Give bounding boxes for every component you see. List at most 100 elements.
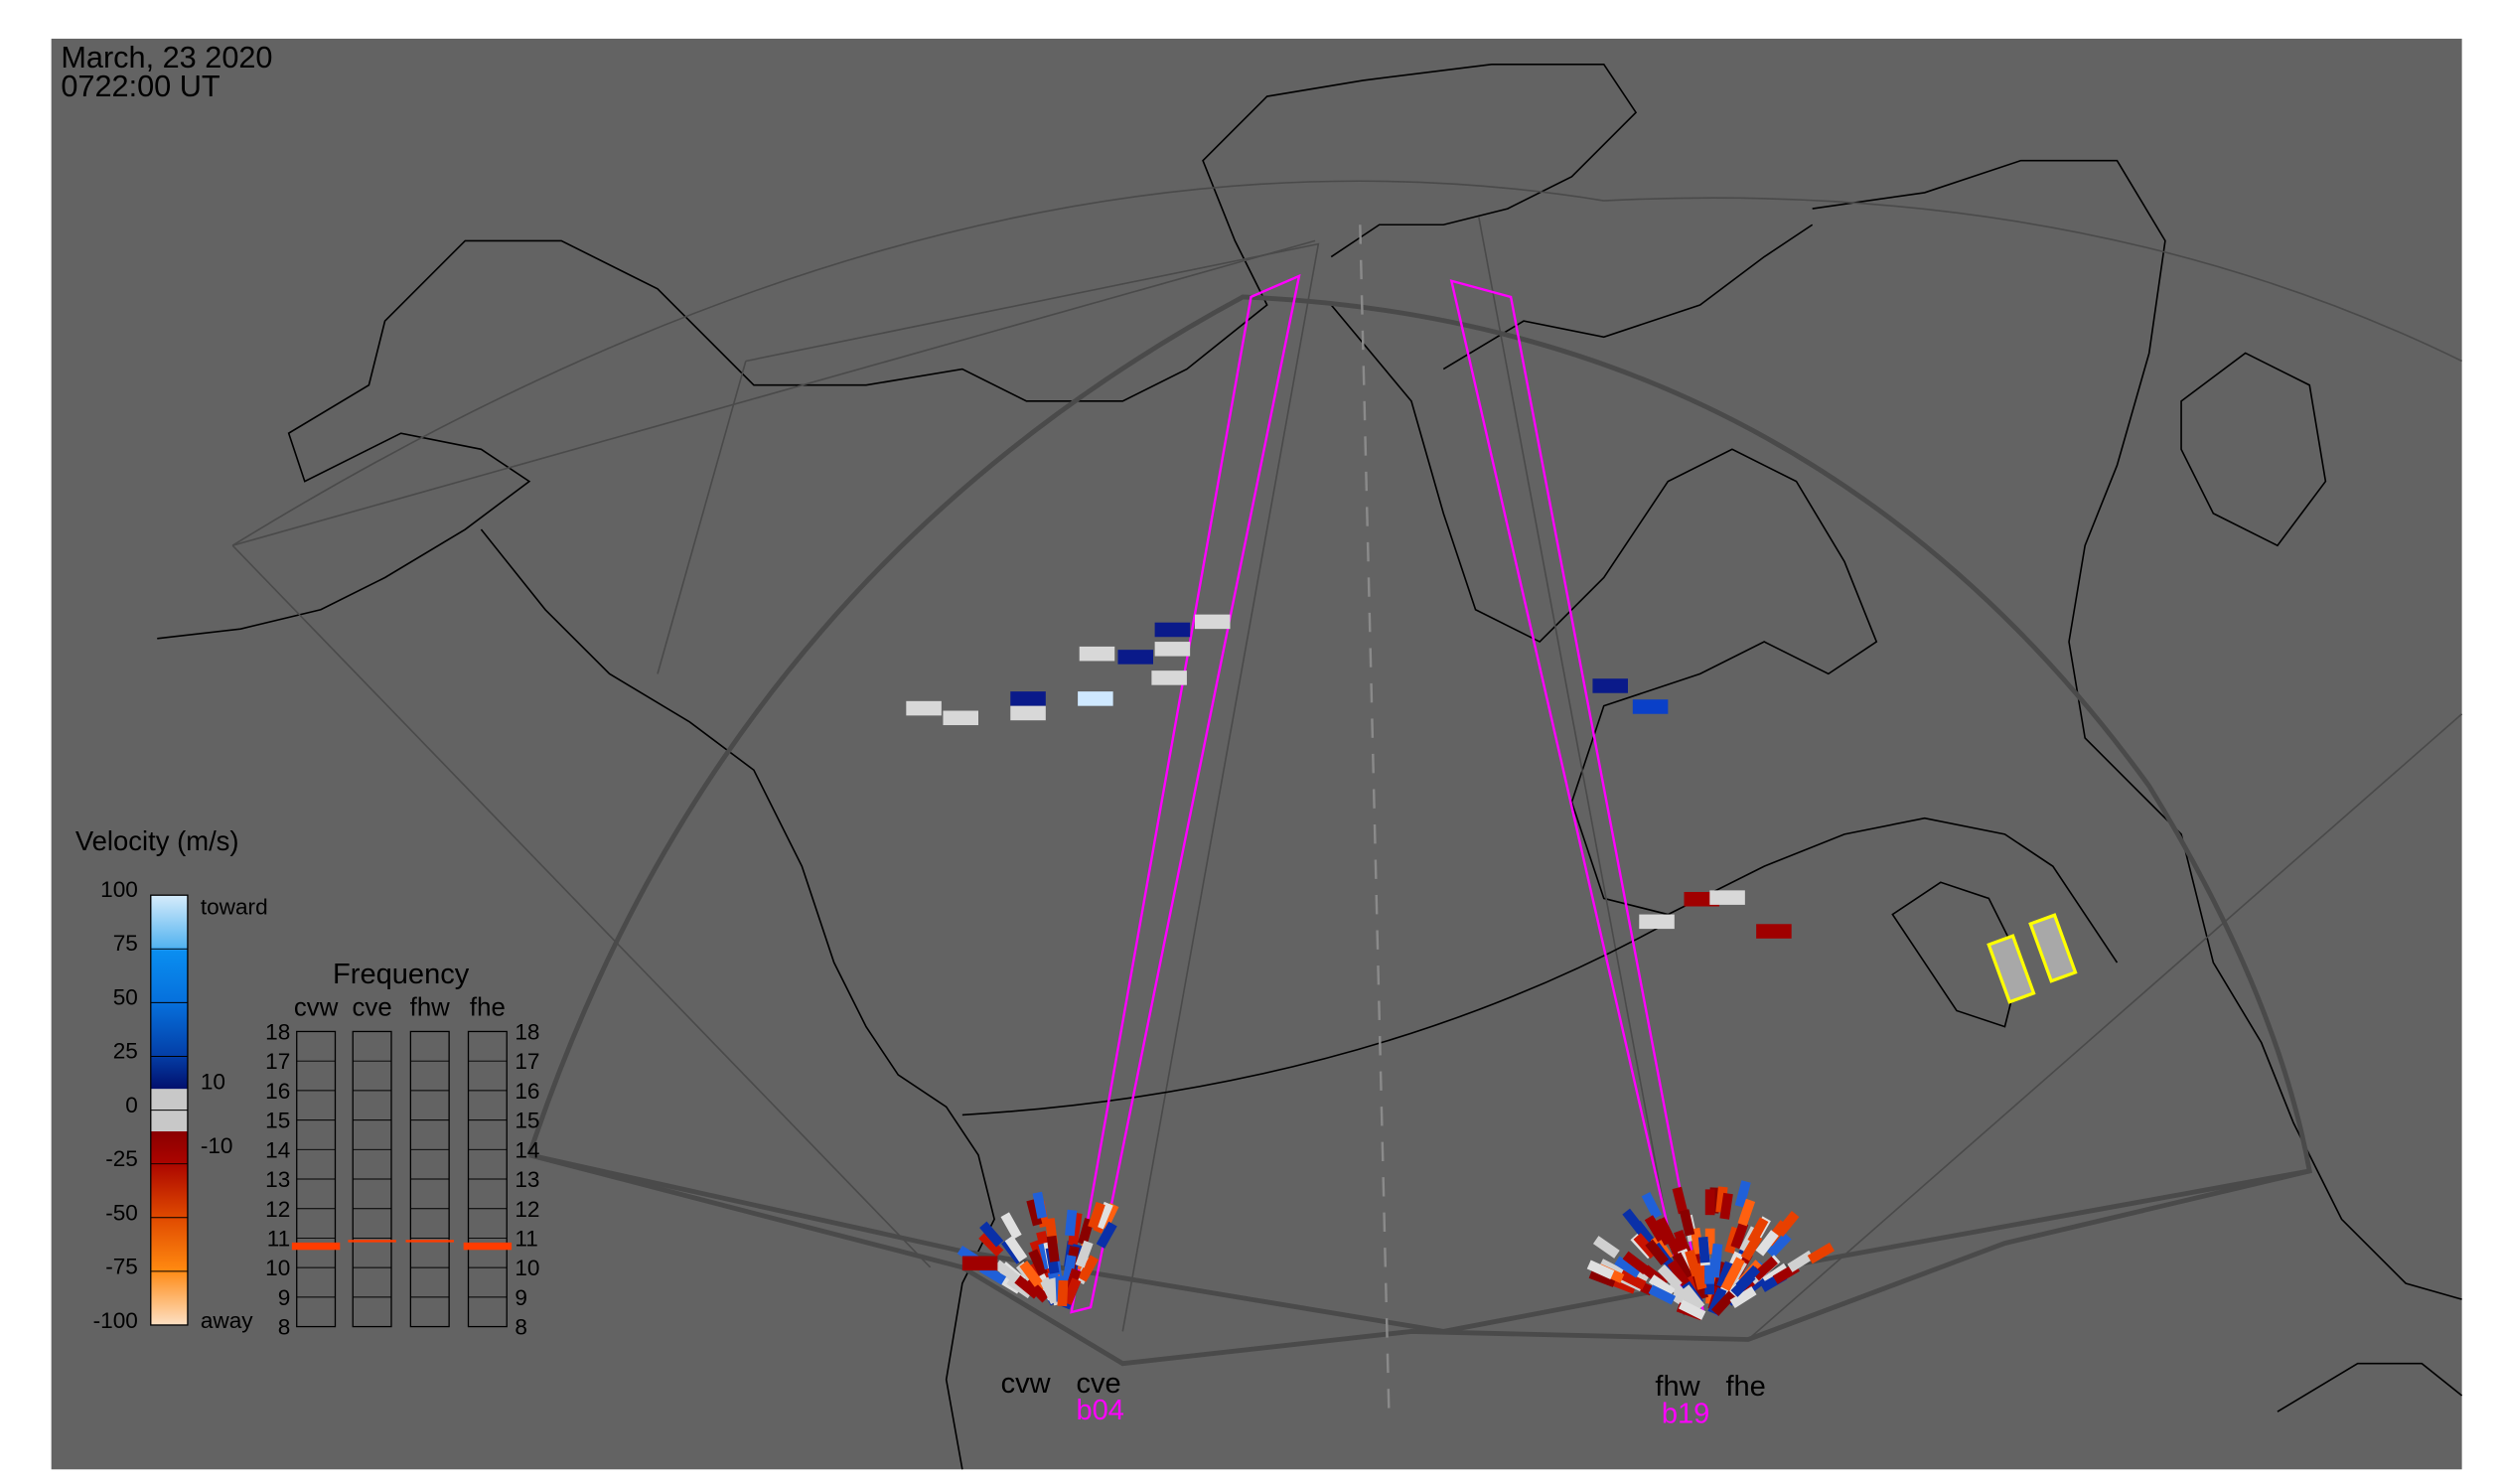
- beam-b04: [1070, 273, 1301, 1314]
- radar-label-cve: cve: [1076, 1368, 1120, 1400]
- velocity-tick-label: 50: [113, 984, 138, 1009]
- scatter-cell: [1019, 1261, 1043, 1287]
- frequency-tick-left: 8: [278, 1315, 291, 1340]
- velocity-tick-label: -100: [93, 1308, 138, 1333]
- scatter-cell: [1010, 691, 1046, 706]
- velocity-tick-label: -50: [105, 1200, 138, 1225]
- scatter-cell: [1622, 1251, 1650, 1274]
- scatter-cells: [906, 614, 1835, 1321]
- scatter-cell: [1672, 1186, 1689, 1215]
- frequency-tick-left: 17: [265, 1049, 290, 1074]
- frequency-tick-right: 13: [515, 1167, 539, 1192]
- scatter-cell: [1766, 1233, 1792, 1259]
- scatter-cell: [993, 1260, 1020, 1284]
- frequency-tick-right: 17: [515, 1049, 539, 1074]
- velocity-tick-label: 0: [125, 1093, 138, 1117]
- frequency-tick-right: 15: [515, 1109, 539, 1133]
- scatter-cell: [1039, 1276, 1060, 1305]
- frequency-tick-left: 14: [265, 1137, 290, 1162]
- scatter-cell: [1194, 614, 1231, 630]
- scatter-cell: [1078, 1255, 1100, 1282]
- fov-thin-line-1: [231, 544, 932, 1268]
- scatter-cell: [1592, 1236, 1620, 1259]
- scatter-cell: [1046, 1235, 1060, 1262]
- scatter-cell: [1024, 1277, 1050, 1303]
- scatter-cell: [1592, 678, 1628, 693]
- scatter-cell: [943, 710, 978, 726]
- fov-thin-line-2: [657, 242, 1320, 1332]
- scatter-cell: [1752, 1256, 1779, 1281]
- scatter-cell: [1755, 1230, 1779, 1257]
- scatter-cell: [1679, 1209, 1695, 1237]
- neg-threshold-label: -10: [201, 1133, 233, 1158]
- fov-west-outer: [231, 239, 1316, 546]
- highlight-box: [2028, 913, 2078, 983]
- velocity-tick-label: 75: [113, 931, 138, 956]
- radar-label-fhe: fhe: [1725, 1371, 1765, 1403]
- scatter-cell: [978, 1231, 1004, 1258]
- scatter-cell: [1729, 1286, 1757, 1309]
- scatter-cell: [1740, 1234, 1763, 1261]
- scatter-cell: [1154, 622, 1191, 638]
- velocity-legend-title: Velocity (m/s): [75, 825, 239, 856]
- scatter-cell: [1807, 1242, 1835, 1264]
- frequency-radar-label: cve: [353, 993, 392, 1021]
- scatter-cell: [1079, 646, 1115, 662]
- pos-threshold-label: 10: [201, 1070, 225, 1095]
- scatter-cell: [1622, 1208, 1646, 1235]
- scatter-cell: [1028, 1249, 1048, 1276]
- scatter-cell: [1619, 1269, 1647, 1290]
- coastlines: [157, 63, 2463, 1470]
- scatter-cell: [1614, 1256, 1642, 1278]
- frequency-band-fhe: [463, 1242, 513, 1251]
- fov-thin-arc-left: [231, 180, 2462, 546]
- scatter-cell: [1032, 1191, 1048, 1219]
- scatter-cell: [1655, 1217, 1677, 1245]
- frequency-tick-right: 8: [515, 1315, 527, 1340]
- scatter-cell: [1151, 670, 1187, 685]
- scatter-cell: [961, 1256, 998, 1271]
- scatter-cell: [1632, 699, 1669, 714]
- scatter-cell: [1078, 691, 1113, 706]
- scatter-cell: [1117, 650, 1154, 665]
- scatter-cell: [1639, 914, 1675, 930]
- velocity-tick-label: 25: [113, 1039, 138, 1064]
- velocity-tick-label: 100: [100, 877, 138, 902]
- frequency-tick-right: 10: [515, 1256, 539, 1280]
- velocity-tick-label: -25: [105, 1146, 138, 1171]
- frequency-tick-left: 16: [265, 1079, 290, 1104]
- frequency-band-cve: [348, 1240, 396, 1243]
- frequency-tick-right: 18: [515, 1020, 539, 1045]
- scatter-cell: [1711, 1290, 1736, 1316]
- scatter-cell: [1719, 1192, 1733, 1220]
- scatter-cell: [1010, 705, 1046, 721]
- scatter-cell: [1685, 1249, 1701, 1277]
- frequency-title: Frequency: [333, 959, 470, 990]
- fov-thin-line-3: [1477, 217, 2463, 1341]
- frequency-tick-left: 18: [265, 1020, 290, 1045]
- scatter-cell: [1644, 1215, 1667, 1243]
- scatter-cell: [1672, 1252, 1693, 1280]
- coastline-arctic-islands: [1442, 223, 2327, 547]
- date-label: March, 23 2020: [61, 40, 272, 74]
- scatter-cell: [979, 1221, 1004, 1248]
- frequency-tick-right: 14: [515, 1137, 539, 1162]
- frequency-band-cvw: [291, 1242, 341, 1251]
- frequency-band-fhw: [405, 1240, 454, 1243]
- beam-label-b19: b19: [1662, 1398, 1709, 1429]
- frequency-radar-label: fhw: [410, 993, 451, 1021]
- scatter-cell: [1735, 1264, 1761, 1291]
- scatter-cell: [1154, 642, 1191, 657]
- scatter-cell: [1737, 1198, 1756, 1227]
- scatter-cell: [1756, 924, 1792, 939]
- coastline-alaska: [157, 63, 1638, 640]
- scatter-cell: [1057, 1279, 1069, 1307]
- scatter-cell: [1787, 1250, 1815, 1272]
- scatter-cell: [1709, 1243, 1723, 1270]
- frequency-radar-label: cvw: [294, 993, 339, 1021]
- frequency-tick-left: 15: [265, 1109, 290, 1133]
- scatter-cell: [1000, 1212, 1022, 1240]
